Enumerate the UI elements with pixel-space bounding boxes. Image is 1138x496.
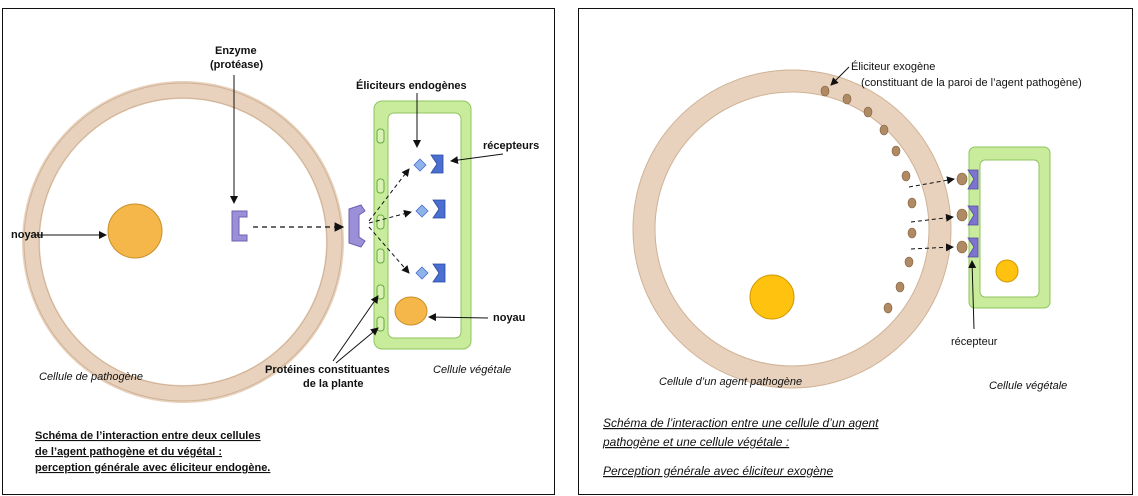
caption-line-1: Schéma de l’interaction entre deux cellu…: [35, 430, 261, 442]
label-pathogen-cell: Cellule de pathogène: [39, 371, 143, 383]
label-plant-proteins-2: de la plante: [303, 378, 364, 390]
label-receptor: récepteur: [951, 336, 998, 348]
label-enzyme-sub: (protéase): [210, 59, 264, 71]
right-diagram-panel: Éliciteur exogène (constituant de la par…: [578, 8, 1133, 495]
caption-line-3: perception générale avec éliciteur endog…: [35, 462, 270, 474]
left-diagram-panel: noyau Enzyme (protéase): [2, 8, 555, 495]
label-receptors: récepteurs: [483, 140, 539, 152]
caption-line-3: Perception générale avec éliciteur exogè…: [603, 464, 833, 478]
plant-nucleus: [395, 297, 427, 325]
label-elicitor-2: (constituant de la paroi de l’agent path…: [861, 77, 1082, 89]
pathogen-cell-wall: [644, 81, 940, 377]
label-plant-cell: Cellule végétale: [433, 364, 511, 376]
pathogen-nucleus: [750, 275, 794, 319]
label-nucleus-right: noyau: [493, 312, 525, 324]
label-elicitor-1: Éliciteur exogène: [851, 60, 935, 73]
caption-line-1: Schéma de l’interaction entre une cellul…: [603, 416, 879, 430]
caption-line-2: de l’agent pathogène et du végétal :: [35, 446, 222, 458]
caption-line-2: pathogène et une cellule végétale :: [602, 435, 789, 449]
label-plant-cell: Cellule végétale: [989, 380, 1067, 392]
enzyme-shape: [232, 211, 247, 241]
label-enzyme: Enzyme: [215, 45, 257, 57]
left-diagram: noyau Enzyme (protéase): [3, 9, 556, 496]
label-nucleus-left: noyau: [11, 229, 43, 241]
label-elicitors: Éliciteurs endogènes: [356, 79, 467, 92]
plant-nucleus: [996, 260, 1018, 282]
label-plant-proteins-1: Protéines constituantes: [265, 364, 390, 376]
pathogen-nucleus: [108, 204, 162, 258]
right-diagram: Éliciteur exogène (constituant de la par…: [579, 9, 1134, 496]
label-pathogen-cell: Cellule d’un agent pathogène: [659, 376, 802, 388]
pathogen-cell-wall: [31, 90, 335, 394]
